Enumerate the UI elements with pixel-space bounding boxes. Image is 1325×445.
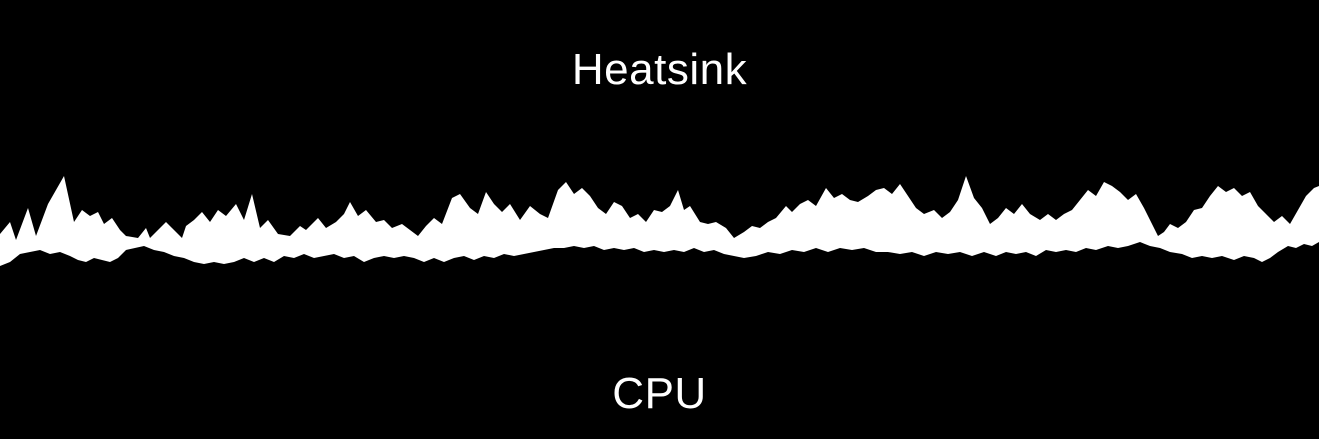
air-gap-region: [0, 176, 1319, 266]
heatsink-label: Heatsink: [571, 45, 748, 94]
cpu-label: CPU: [612, 369, 707, 418]
